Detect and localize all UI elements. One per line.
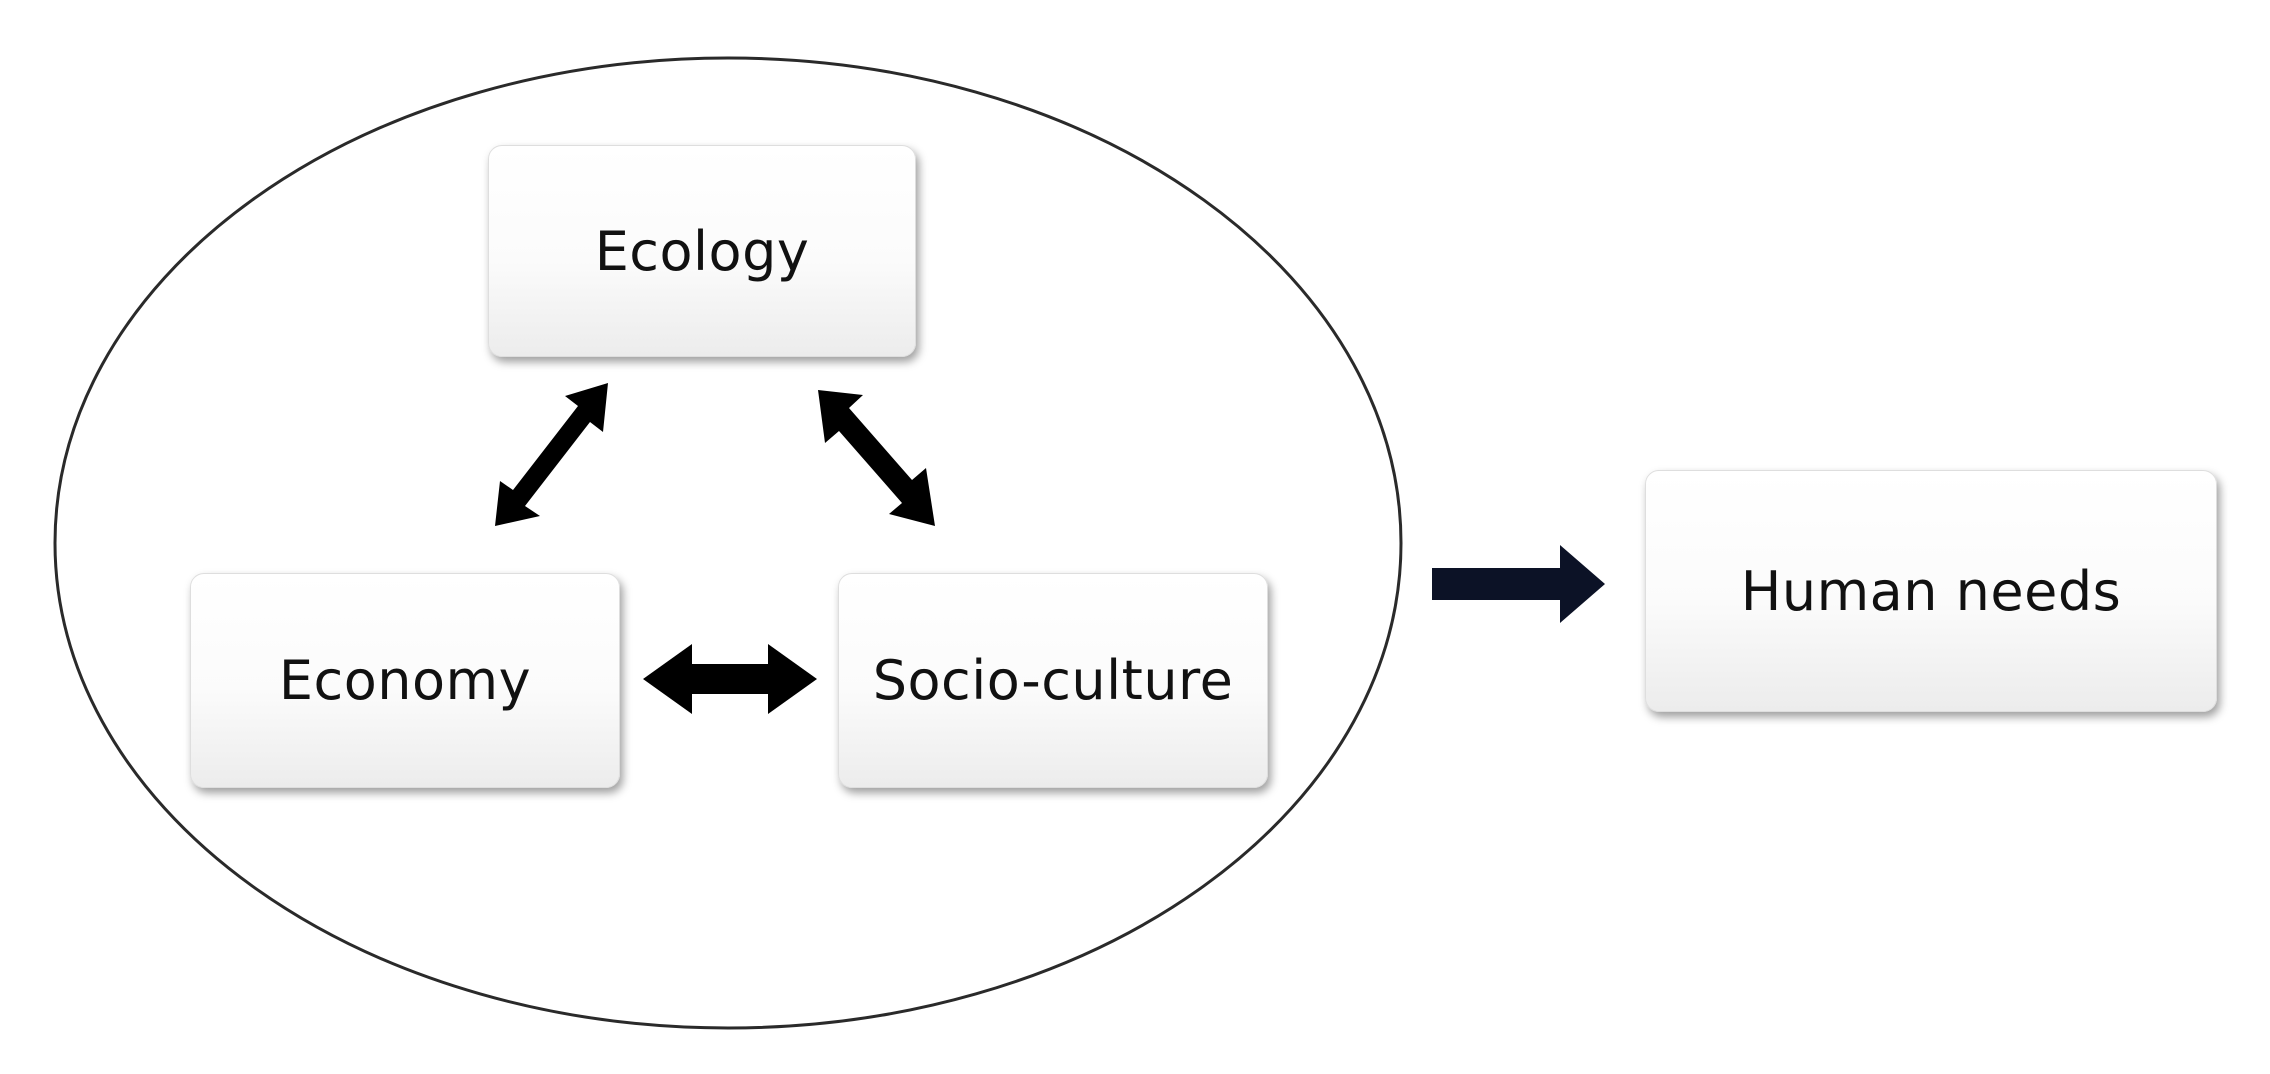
node-human-needs: Human needs	[1645, 470, 2217, 712]
node-human-needs-label: Human needs	[1740, 559, 2122, 623]
node-socio-culture: Socio-culture	[838, 573, 1268, 788]
node-ecology: Ecology	[488, 145, 916, 357]
node-ecology-label: Ecology	[594, 219, 810, 283]
node-economy: Economy	[190, 573, 620, 788]
arrow-ecology-economy	[495, 383, 608, 526]
node-socio-culture-label: Socio-culture	[872, 649, 1234, 712]
arrow-economy-socio-culture	[643, 644, 817, 714]
node-economy-label: Economy	[278, 649, 532, 712]
arrow-ecology-socio-culture	[818, 390, 935, 526]
system-boundary-ellipse	[53, 56, 1403, 1030]
arrow-to-human-needs	[1432, 545, 1605, 623]
